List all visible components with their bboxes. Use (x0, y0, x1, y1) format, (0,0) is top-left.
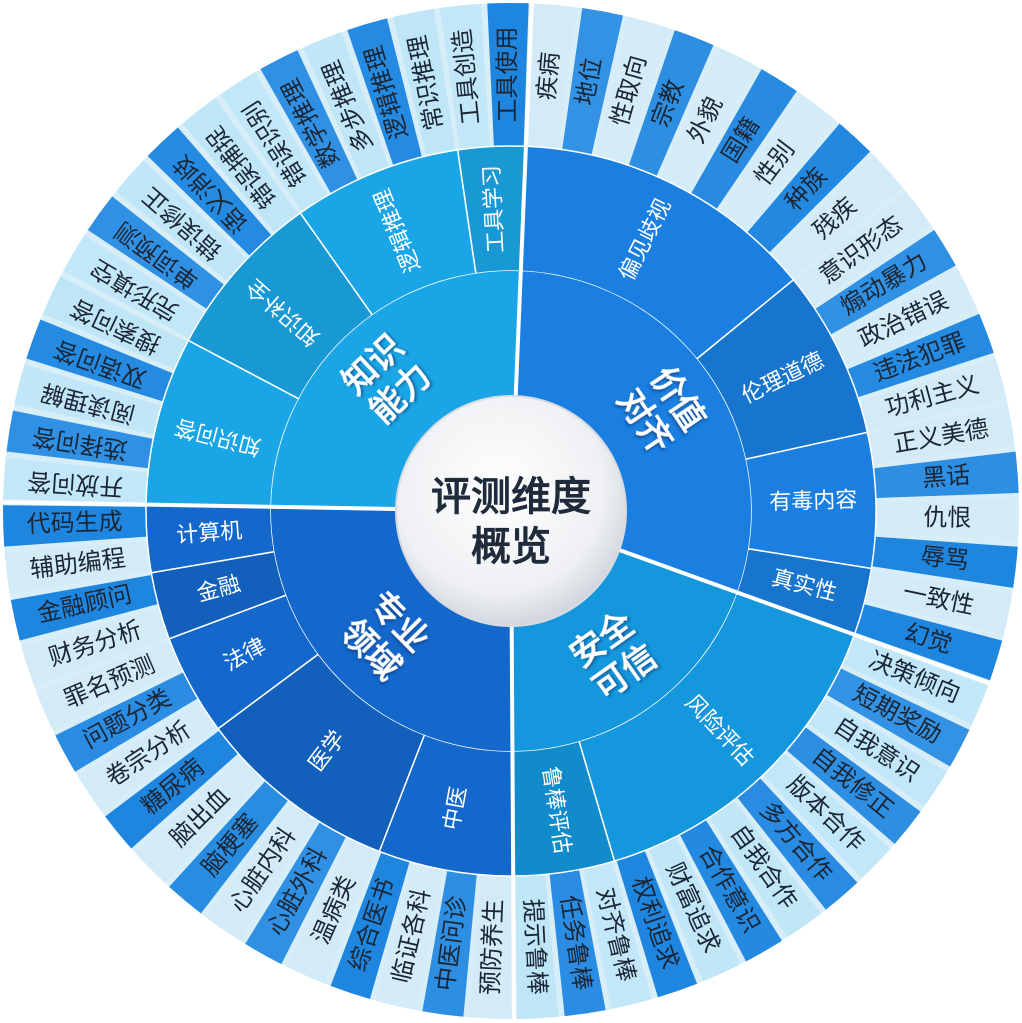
outer-segment-财富追求 (648, 836, 741, 982)
outer-segment-单词预测 (87, 196, 225, 310)
outer-segment-自我修正 (786, 726, 921, 844)
outer-segment-错误修正 (115, 160, 247, 282)
outer-segment-幻觉 (855, 604, 1003, 681)
outer-segment-多步推理 (302, 32, 390, 179)
outer-segment-选择问答 (6, 410, 154, 469)
outer-segment-逻辑推理 (347, 18, 422, 166)
outer-label: 提示鲁棒 (519, 898, 552, 995)
outer-segment-提示鲁棒 (515, 874, 559, 1019)
outer-segment-黑话 (873, 451, 1019, 499)
outer-segment-辅助编程 (4, 541, 151, 594)
sub-dimension-label: 工具学习 (480, 164, 510, 253)
outer-segment-语义消歧 (147, 127, 272, 256)
outer-segment-双语问答 (26, 319, 173, 402)
outer-segment-种族 (747, 123, 871, 253)
outer-segment-多方合作 (737, 778, 858, 910)
category-segment-safety (511, 549, 737, 751)
outer-segment-宗教 (628, 30, 714, 177)
center-title-line-1: 评测维度 (431, 474, 591, 520)
outer-segment-罪名预测 (36, 640, 182, 730)
outer-segment-完形填空 (63, 235, 205, 339)
category-segment-knowledge (271, 271, 521, 509)
outer-segment-国籍 (691, 69, 797, 210)
outer-segment-外貌 (660, 47, 757, 192)
outer-segment-代码生成 (3, 505, 147, 547)
outer-segment-预防养生 (469, 874, 511, 1019)
outer-segment-自我意识 (807, 698, 947, 807)
outer-segment-错误识别 (220, 72, 328, 212)
category-separator (3, 500, 397, 511)
outer-segment-工具使用 (487, 2, 529, 147)
category-separator (618, 548, 990, 686)
outer-segment-性取向 (595, 16, 669, 165)
outer-segment-仇恨 (875, 499, 1019, 541)
outer-label: 代码生成 (26, 507, 123, 538)
outer-segment-一致性 (865, 570, 1013, 635)
outer-segment-自我合作 (709, 800, 821, 938)
outer-segment-残疾 (772, 156, 903, 279)
outer-segment-正义美德 (867, 404, 1015, 464)
outer-segment-意识形态 (794, 191, 931, 306)
outer-segment-版本合作 (763, 753, 891, 879)
outer-segment-财务分析 (21, 608, 169, 686)
outer-segment-工具创造 (439, 3, 490, 150)
category-separator (513, 3, 534, 397)
outer-segment-合作意识 (679, 819, 782, 962)
outer-segment-对齐鲁棒 (583, 861, 652, 1009)
center-circle (395, 395, 627, 627)
outer-segment-心脏外科 (245, 822, 347, 965)
outer-segment-错误捕捉 (182, 98, 299, 233)
outer-segment-地位 (562, 8, 624, 155)
outer-segment-问题分类 (55, 672, 198, 772)
outer-label: 疾病 (532, 51, 564, 101)
sub-dimension-label: 计算机 (175, 519, 243, 549)
outer-segment-金融顾问 (10, 574, 159, 641)
outer-segment-糖尿病 (105, 730, 239, 849)
outer-label: 预防养生 (476, 899, 508, 996)
outer-segment-辱骂 (871, 536, 1018, 588)
outer-segment-数学推理 (260, 50, 358, 194)
outer-segment-权利追求 (616, 850, 698, 998)
outer-segment-综合医书 (330, 852, 410, 1000)
outer-label: 辱骂 (920, 542, 971, 575)
outer-segment-决策倾向 (842, 636, 988, 725)
sub-dimension-label: 有毒内容 (769, 488, 858, 516)
category-segment-value (515, 271, 751, 593)
outer-label: 黑话 (921, 461, 971, 493)
outer-segment-常识推理 (393, 8, 456, 156)
outer-segment-脑出血 (135, 756, 263, 883)
outer-segment-任务鲁棒 (549, 869, 606, 1017)
outer-label: 仇恨 (923, 503, 971, 532)
category-segment-domain (270, 506, 513, 751)
center-hub: 评测维度 概览 (395, 395, 627, 627)
outer-label: 开放问答 (27, 467, 125, 501)
category-separator (509, 625, 517, 1020)
outer-segment-政治错误 (832, 270, 977, 366)
outer-segment-心脏内科 (205, 802, 317, 941)
sub-dimension-ring (145, 145, 877, 877)
category-ring (270, 271, 751, 751)
outer-label: 工具使用 (493, 26, 522, 122)
outer-segment-短期奖励 (826, 668, 970, 767)
outer-segment-临证各科 (375, 862, 443, 1011)
outer-segment-煽动暴力 (815, 230, 956, 335)
outer-segment-脑梗塞 (169, 781, 289, 914)
outer-segment-开放问答 (3, 457, 149, 503)
outer-segment-阅读理解 (14, 364, 162, 435)
outer-segment-疾病 (528, 3, 577, 150)
outer-segment-中医问诊 (422, 870, 477, 1017)
outer-segment-卷宗分析 (78, 702, 217, 812)
center-title-line-2: 概览 (471, 524, 551, 570)
outer-segment-功利主义 (859, 358, 1007, 431)
outer-segment-违法犯罪 (847, 313, 994, 398)
category-separators (3, 3, 990, 1020)
outer-segment-搜索问答 (42, 276, 188, 370)
outer-segment-性别 (720, 94, 835, 230)
outer-segment-温病类 (286, 838, 378, 984)
